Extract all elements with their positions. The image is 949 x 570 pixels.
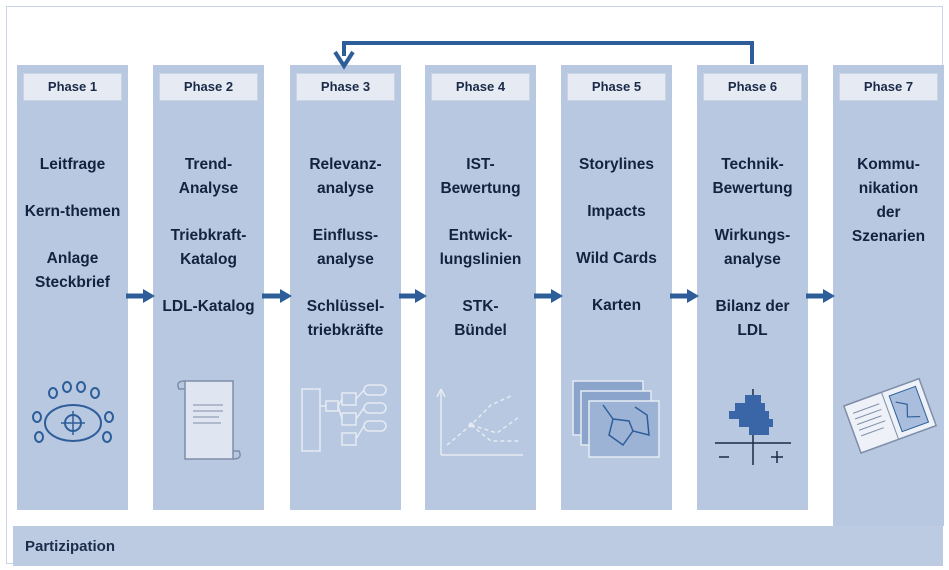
phase-item: Einfluss-analyse [312,227,379,268]
phase-item: Wirkungs-analyse [714,227,791,268]
phase-item: Trend-Analyse [178,156,239,197]
trend-graph-icon [436,388,523,456]
network-diagram-icon [301,384,387,452]
scroll-document-icon [177,380,241,460]
phase-item: Triebkraft-Katalog [170,227,247,268]
phase-header-3: Phase 3 [296,73,395,101]
phase-item: Impacts [587,203,646,220]
phase-item: Wild Cards [576,250,657,267]
eye-icon [32,381,114,443]
phase-item: Storylines [579,156,654,173]
phase-header-5: Phase 5 [567,73,666,101]
balance-chart-icon [715,389,791,465]
phase-item: Technik-Bewertung [712,156,793,197]
phase-header-4: Phase 4 [431,73,530,101]
phase-item: STK-Bündel [454,298,507,339]
phase-item: Schlüssel-triebkräfte [306,298,385,339]
phase-header-6: Phase 6 [703,73,802,101]
phase-item: Kern-themen [24,203,121,220]
phase-header-1: Phase 1 [23,73,122,101]
phase-header-7: Phase 7 [839,73,938,101]
participation-label: Partizipation [25,538,116,555]
phase-item: LDL-Katalog [162,298,255,315]
participation-bar: Partizipation [13,526,943,566]
phase-item: Entwick-lungslinien [439,227,522,268]
phase-item: Leitfrage [39,156,106,173]
open-book-icon [842,377,937,454]
map-stack-icon [572,380,660,458]
phase-header-2: Phase 2 [159,73,258,101]
phase-item: Relevanz-analyse [309,156,382,197]
phase-item: Karten [591,297,642,314]
phase-item: IST-Bewertung [440,156,521,197]
